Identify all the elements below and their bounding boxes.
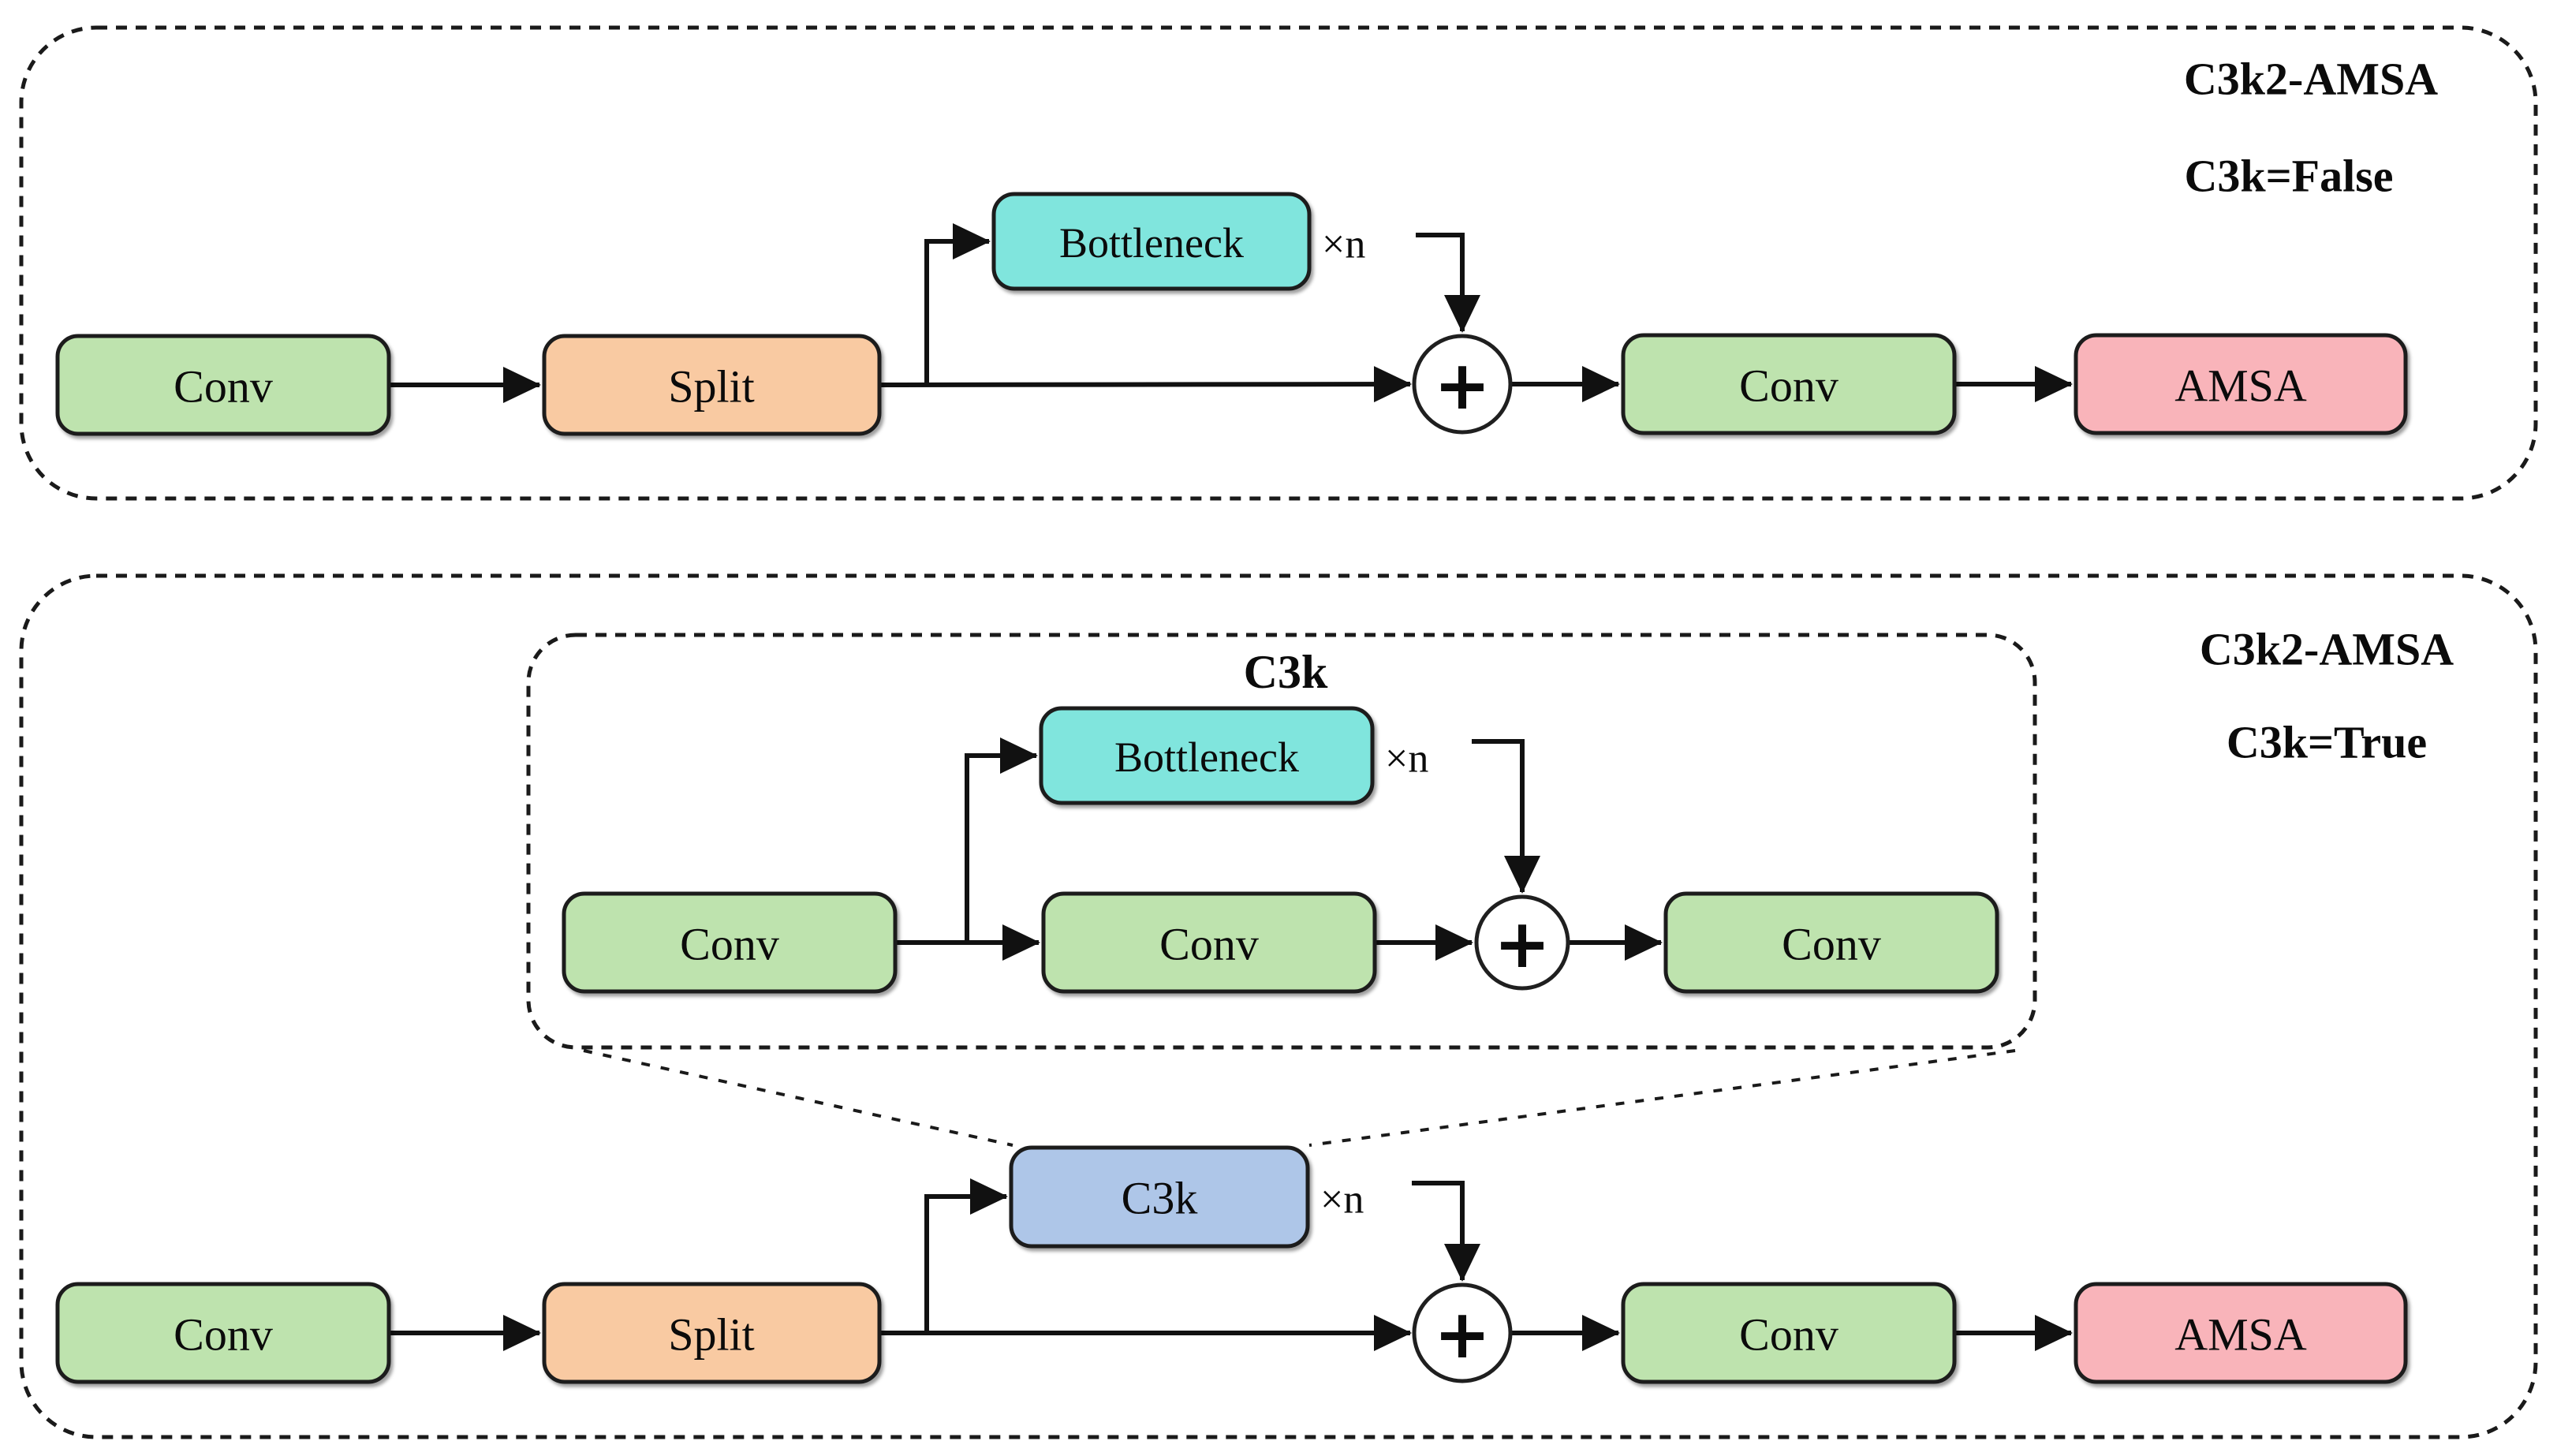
conv-label: Conv [1159, 919, 1259, 970]
conv-box [55, 1282, 391, 1384]
node-split-false: Split [542, 334, 882, 436]
node-c3k-true: C3k [1009, 1145, 1310, 1249]
repeat-n-label: ×n [1320, 1178, 1364, 1223]
bottleneck-box [991, 192, 1312, 291]
c3k-box [1009, 1145, 1310, 1249]
node-split-true: Split [542, 1282, 882, 1384]
panel-c3k-true: C3k2-AMSA C3k=True C3k Conv Bottleneck [19, 573, 2538, 1439]
conv-label: Conv [1739, 360, 1838, 412]
arrow-bottleneck-to-sum [1472, 739, 1540, 894]
panel-c3k-false-subtitle: C3k=False [2184, 151, 2393, 202]
node-conv-input-true: Conv [55, 1282, 391, 1384]
node-conv-inner-mid: Conv [1041, 891, 1377, 994]
panel-c3k-true-subtitle: C3k=True [2227, 717, 2427, 768]
bottleneck-box [1039, 706, 1375, 805]
conv-box [1621, 1282, 1957, 1384]
sum-icon: + [1494, 905, 1551, 984]
conv-label: Conv [1739, 1309, 1838, 1361]
sum-node-inner: + [1474, 894, 1570, 991]
arrow-split-to-c3k [924, 1178, 1008, 1333]
c3k-label: C3k [1122, 1173, 1198, 1224]
conv-label: Conv [1782, 919, 1881, 970]
repeat-n-label: ×n [1322, 222, 1365, 267]
panel-c3k-false-title: C3k2-AMSA [2184, 54, 2438, 105]
callout-funnel-left [583, 1049, 1013, 1147]
node-conv-output-true: Conv [1621, 1282, 1957, 1384]
bottleneck-label: Bottleneck [1114, 734, 1299, 781]
node-conv-inner-output: Conv [1663, 891, 1999, 994]
split-box [542, 334, 882, 436]
c3k-expanded-panel-background [526, 633, 2037, 1050]
conv-label: Conv [174, 1309, 273, 1361]
node-conv-input-false: Conv [55, 334, 391, 436]
amsa-box [2074, 1282, 2408, 1384]
conv-label: Conv [680, 919, 779, 970]
arrow-bottleneck-to-sum [1416, 233, 1480, 333]
arrow-conv-to-bottleneck [965, 737, 1038, 943]
amsa-label: AMSA [2174, 1309, 2307, 1361]
sum-circle [1412, 1282, 1513, 1383]
conv-box [1663, 891, 1999, 994]
callout-funnel-right [1308, 1049, 2016, 1147]
c3k-expanded-panel: C3k Conv Bottleneck ×n Conv [526, 633, 2037, 1050]
panel-c3k-false: C3k2-AMSA C3k=False Conv Split Bottlenec… [19, 25, 2538, 501]
node-amsa-true: AMSA [2074, 1282, 2408, 1384]
arrow-split-to-sum [879, 366, 1412, 403]
sum-node-true: + [1412, 1282, 1513, 1383]
sum-circle [1474, 894, 1570, 991]
conv-label: Conv [174, 361, 273, 413]
arrow-c3k-to-sum [1412, 1181, 1480, 1282]
conv-box [1041, 891, 1377, 994]
bottleneck-label: Bottleneck [1059, 219, 1244, 267]
node-conv-output-false: Conv [1621, 333, 1957, 435]
arrow-split-to-bottleneck [924, 223, 991, 385]
conv-box [562, 891, 898, 994]
conv-box [55, 334, 391, 436]
node-conv-inner-input: Conv [562, 891, 898, 994]
split-label: Split [668, 1309, 755, 1361]
node-bottleneck-false: Bottleneck [991, 192, 1312, 291]
sum-icon: + [1434, 346, 1491, 425]
panel-c3k-false-border [19, 25, 2538, 501]
conv-box [1621, 333, 1957, 435]
amsa-label: AMSA [2174, 360, 2307, 412]
sum-icon: + [1434, 1295, 1491, 1374]
c3k-expanded-panel-title: C3k [1244, 646, 1328, 698]
sum-node-false: + [1412, 334, 1513, 435]
sum-circle [1412, 334, 1513, 435]
node-bottleneck-inner: Bottleneck [1039, 706, 1375, 805]
repeat-n-label: ×n [1385, 737, 1428, 782]
split-label: Split [668, 361, 755, 413]
amsa-box [2074, 333, 2408, 435]
panel-c3k-true-title: C3k2-AMSA [2200, 624, 2454, 675]
split-box [542, 1282, 882, 1384]
node-amsa-false: AMSA [2074, 333, 2408, 435]
